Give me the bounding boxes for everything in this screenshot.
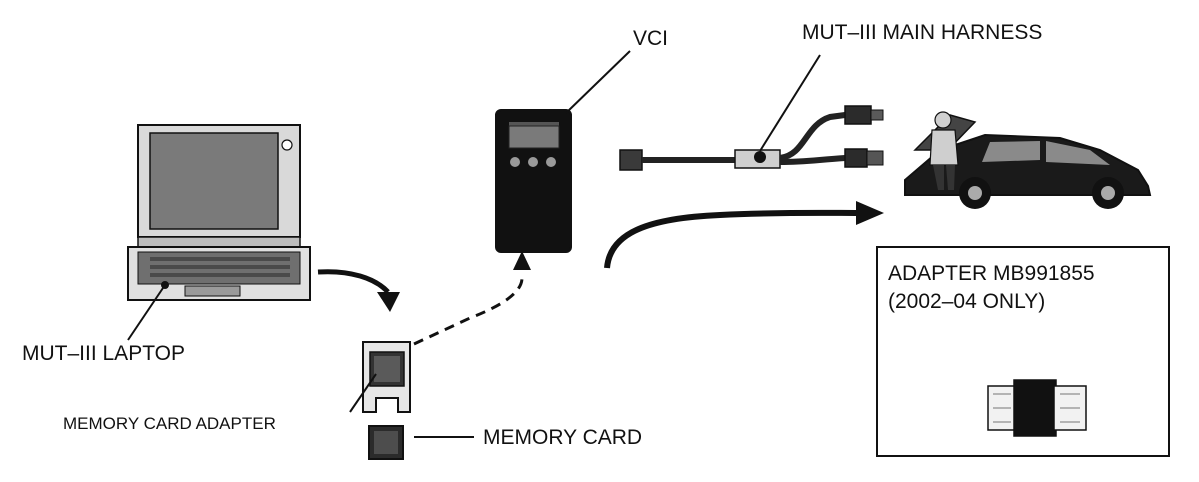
vci-label: VCI xyxy=(633,27,669,50)
car-icon xyxy=(904,111,1152,209)
adapter-years-label: (2002–04 ONLY) xyxy=(888,290,1046,313)
memory-card-label: MEMORY CARD xyxy=(483,426,643,449)
adapter-title-label: ADAPTER MB991855 xyxy=(888,262,1095,285)
memory-card-adapter-label: MEMORY CARD ADAPTER xyxy=(63,414,276,433)
main-harness-icon xyxy=(619,105,884,171)
main-harness-label: MUT–III MAIN HARNESS xyxy=(802,21,1043,44)
memory-card-icon xyxy=(368,425,404,460)
adapter-box xyxy=(876,246,1170,457)
vci-device-icon xyxy=(495,109,572,253)
laptop-icon xyxy=(127,124,311,301)
laptop-label: MUT–III LAPTOP xyxy=(22,342,185,365)
memory-card-adapter-icon xyxy=(362,341,411,413)
adapter-connector-icon xyxy=(987,379,1087,437)
